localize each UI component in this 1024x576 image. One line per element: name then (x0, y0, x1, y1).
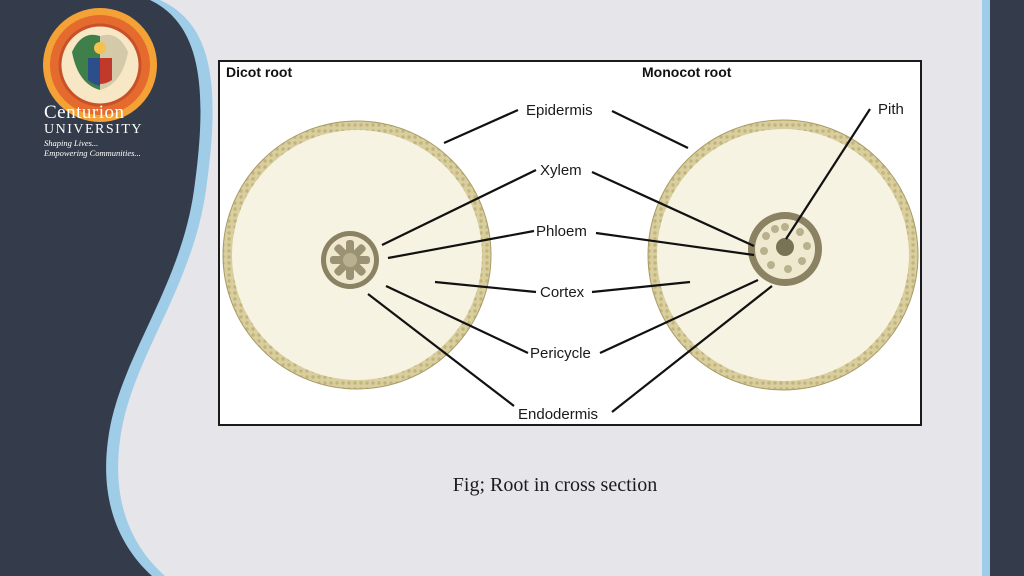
label-endodermis: Endodermis (518, 406, 598, 423)
dicot-root-section (222, 120, 492, 390)
brand-sub: University (44, 122, 143, 137)
label-pith: Pith (878, 101, 904, 118)
right-accent-bar (982, 0, 990, 576)
root-cross-section-figure: Dicot root Monocot root Epidermis Pith X… (218, 60, 922, 426)
label-cortex: Cortex (540, 284, 585, 301)
right-panel-bar (990, 0, 1024, 576)
label-pointers (367, 108, 871, 413)
university-crest-logo (43, 8, 157, 122)
label-phloem: Phloem (536, 223, 587, 240)
label-epidermis: Epidermis (526, 102, 593, 119)
university-branding: Centurion University Shaping Lives... Em… (44, 102, 143, 158)
figure-caption: Fig; Root in cross section (452, 474, 658, 496)
monocot-vascular-bundles (760, 223, 811, 273)
brand-tagline-2: Empowering Communities... (44, 148, 141, 158)
monocot-root-section (647, 119, 919, 391)
label-pericycle: Pericycle (530, 345, 591, 362)
figure-drawing: Dicot root Monocot root Epidermis Pith X… (222, 64, 919, 423)
dicot-xylem-star (330, 240, 370, 280)
left-panel (0, 0, 201, 576)
brand-name: Centurion (44, 102, 125, 123)
brand-tagline-1: Shaping Lives... (44, 138, 99, 148)
label-xylem: Xylem (540, 162, 582, 179)
monocot-pith (776, 238, 794, 256)
monocot-title: Monocot root (642, 64, 732, 80)
dicot-title: Dicot root (226, 64, 292, 80)
